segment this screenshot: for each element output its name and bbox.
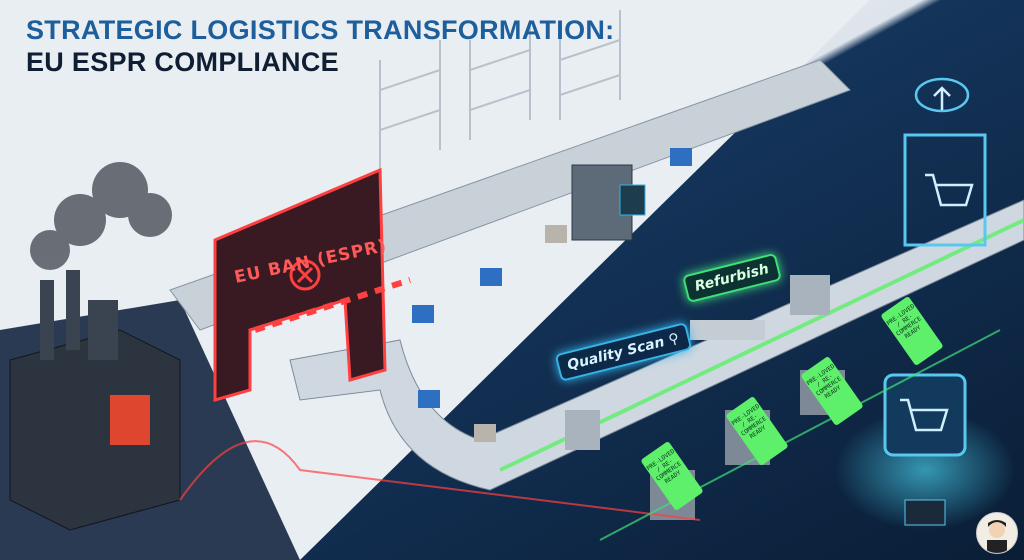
title-line-2: EU ESPR COMPLIANCE — [26, 47, 339, 77]
smoke-icon — [30, 162, 172, 270]
robot-arm — [565, 410, 600, 450]
ban-x-icon — [289, 259, 321, 291]
main-conveyor — [289, 199, 1024, 491]
avatar — [976, 512, 1018, 554]
robot-arm — [790, 275, 830, 315]
warehouse-shelves — [379, 10, 621, 170]
title-line-1: STRATEGIC LOGISTICS TRANSFORMATION: — [26, 15, 615, 45]
ban-gate — [213, 167, 411, 402]
magnifier-icon: ⚲ — [666, 330, 681, 349]
factory-icon — [9, 270, 181, 531]
shopping-cart-icon — [883, 373, 967, 526]
page-title: STRATEGIC LOGISTICS TRANSFORMATION: EU E… — [26, 14, 614, 78]
cloud-upload-icon — [914, 77, 970, 113]
shopping-cart-icon — [903, 133, 987, 247]
sewing-machine-icon — [690, 320, 765, 340]
